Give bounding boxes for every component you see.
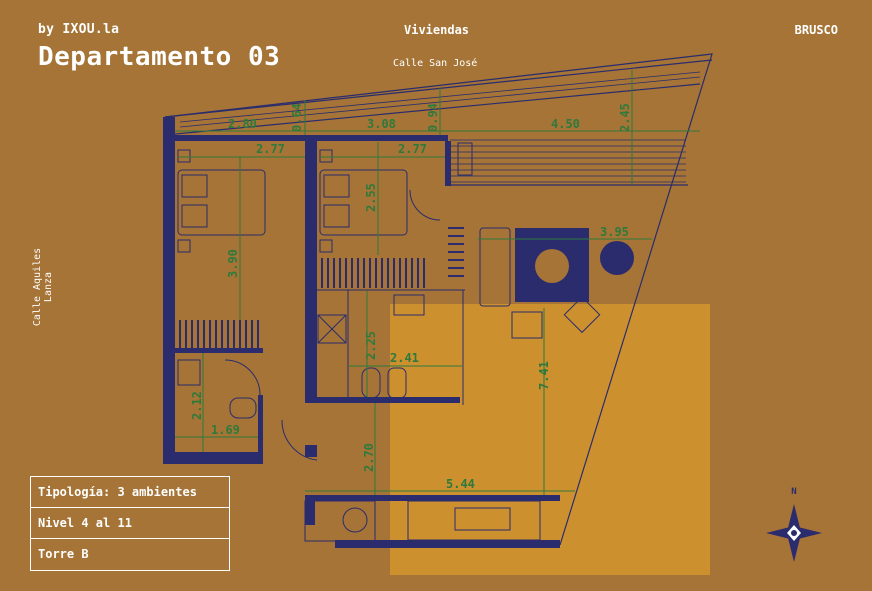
highlight-area — [390, 304, 710, 575]
dimension-label: 2.41 — [390, 351, 419, 365]
tower-label: Torre B — [38, 547, 89, 561]
dimension-label: 4.50 — [551, 117, 580, 131]
dimension-label: 3.95 — [600, 225, 629, 239]
category-label: Viviendas — [404, 23, 470, 37]
dimension-label: 2.45 — [618, 103, 632, 132]
dimension-label: 3.08 — [367, 117, 396, 131]
developer-label: BRUSCO — [794, 23, 838, 37]
compass-north-label: N — [791, 487, 796, 497]
dimension-label: 2.55 — [364, 183, 378, 212]
street-label-top: Calle San José — [393, 58, 478, 69]
dimension-label: 2.77 — [398, 142, 427, 156]
level-label: Nivel 4 al 11 — [31, 508, 229, 539]
dimension-label: 3.90 — [226, 249, 240, 278]
dimension-label: 0.64 — [290, 103, 304, 132]
brand-label: by IXOU.la — [38, 22, 120, 37]
round-table — [600, 241, 634, 275]
furniture — [177, 142, 601, 542]
dimension-label: 2.25 — [364, 331, 378, 360]
building-outline — [164, 53, 713, 546]
dimension-label: 1.69 — [211, 423, 240, 437]
dimension-label: 2.70 — [362, 443, 376, 472]
dimension-label: 2.80 — [228, 117, 257, 131]
walls — [163, 117, 560, 548]
info-box: Tipología: 3 ambientes Nivel 4 al 11 Tor… — [30, 476, 230, 571]
typology-label: Tipología: 3 ambientes — [31, 477, 229, 508]
compass-icon: N — [766, 487, 822, 562]
dimension-label: 7.41 — [537, 361, 551, 390]
dimension-label: 0.94 — [426, 103, 440, 132]
coffee-table — [535, 249, 569, 283]
dimension-label: 2.77 — [256, 142, 285, 156]
dimension-label: 2.12 — [190, 391, 204, 420]
closets — [179, 227, 464, 350]
dimension-lines — [175, 70, 700, 495]
page-title: Departamento 03 — [38, 42, 281, 72]
dimension-label: 5.44 — [446, 477, 475, 491]
